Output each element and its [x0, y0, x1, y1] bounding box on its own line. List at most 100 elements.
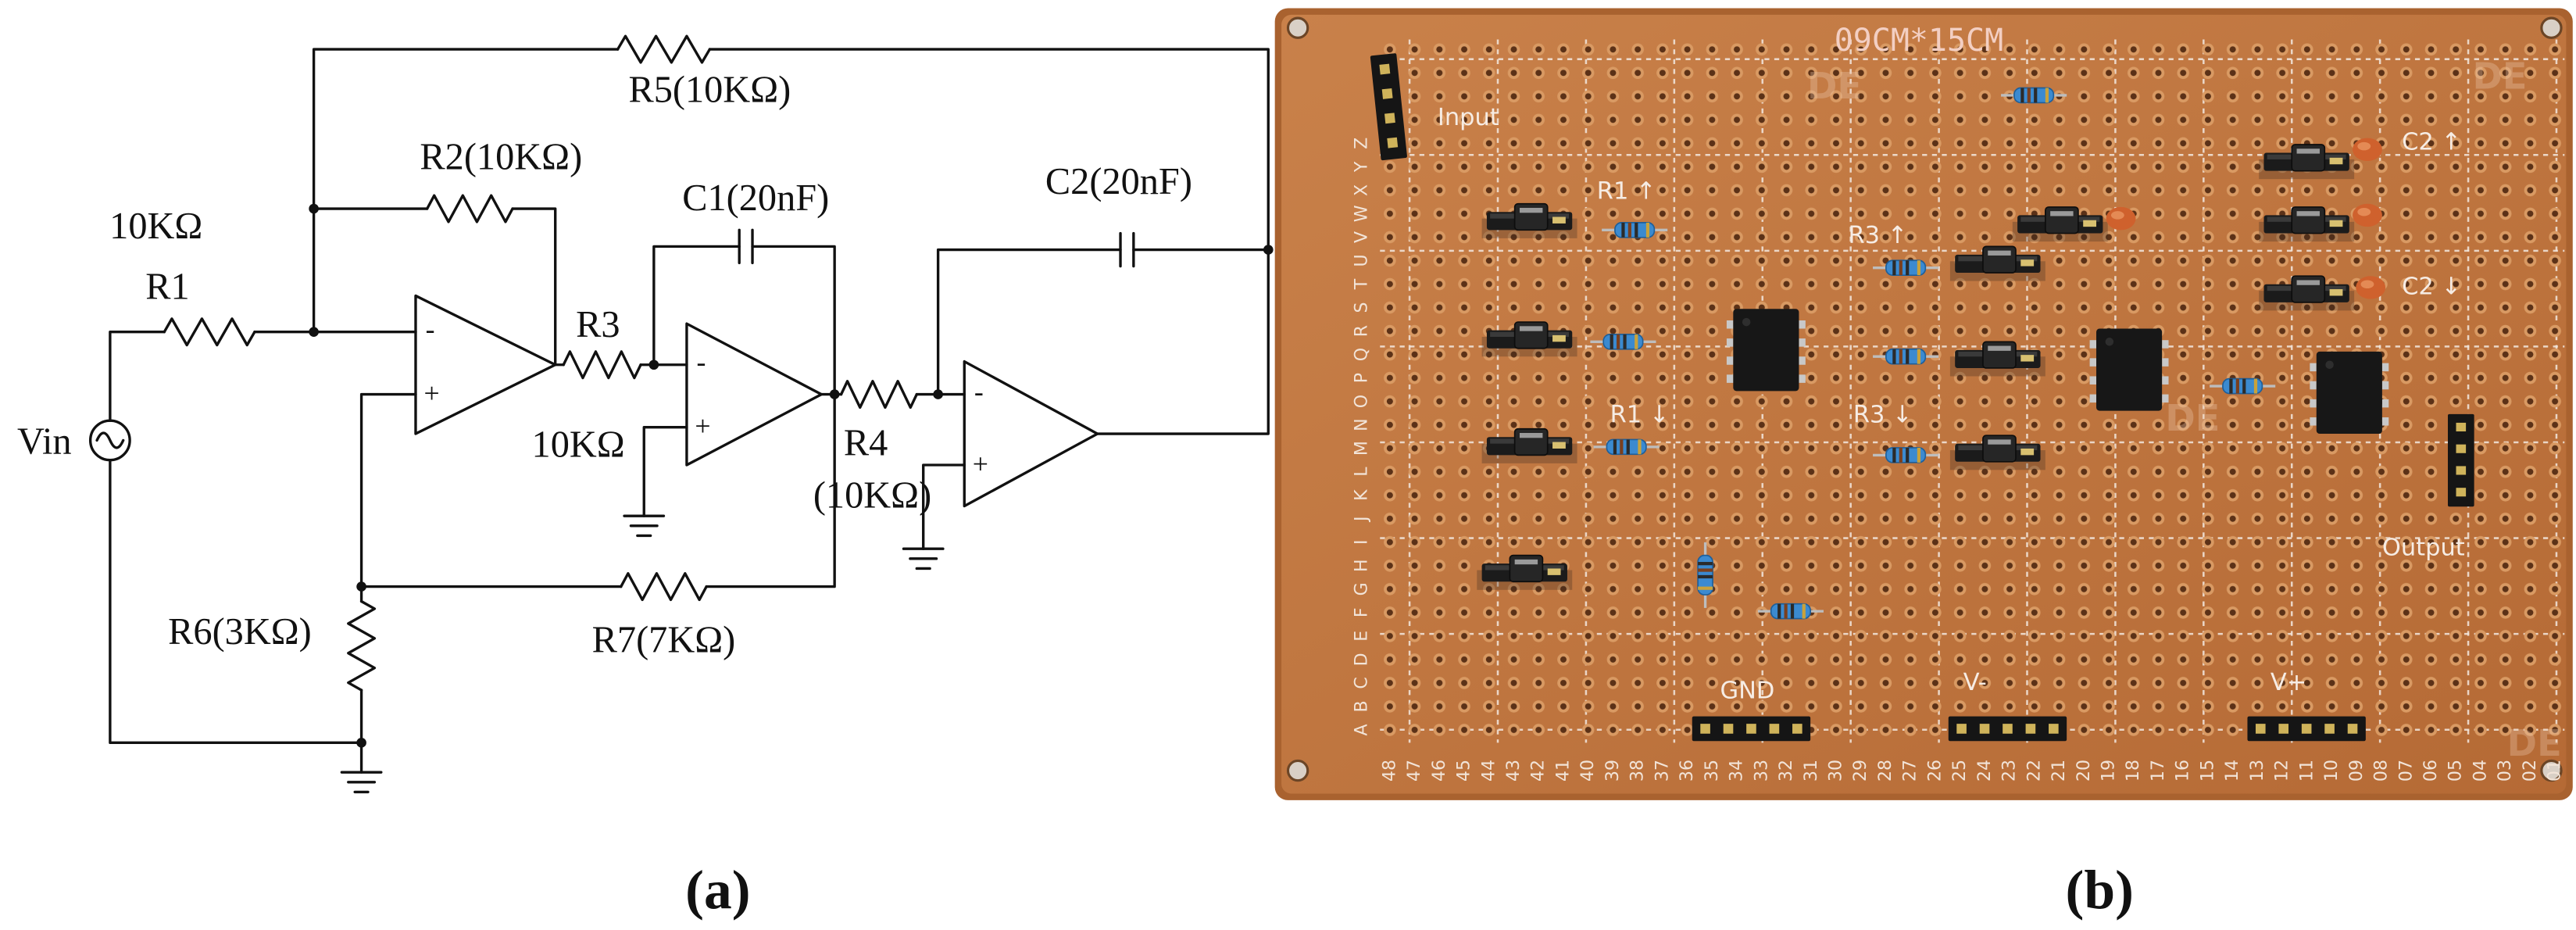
- column-number: 30: [1826, 760, 1845, 782]
- column-number: 05: [2446, 760, 2466, 782]
- column-number: 15: [2198, 760, 2217, 782]
- column-number: 27: [1901, 760, 1920, 782]
- column-number: 45: [1455, 760, 1474, 782]
- mounting-hole: [1286, 759, 1309, 782]
- opamp-2-noninverting-sign: +: [695, 410, 710, 442]
- row-letter: E: [1352, 631, 1372, 642]
- panel-b-label: (b): [2066, 860, 2134, 921]
- column-number: 14: [2223, 760, 2242, 782]
- ceramic-capacitor: [2353, 138, 2382, 162]
- row-letter: A: [1352, 724, 1372, 735]
- ceramic-capacitor: [2106, 206, 2136, 231]
- ceramic-capacitor: [2353, 203, 2382, 227]
- row-letter: S: [1352, 302, 1372, 313]
- column-number: 42: [1529, 760, 1549, 782]
- row-letter: H: [1352, 559, 1372, 572]
- v-plus-pin-header: [2247, 716, 2366, 742]
- column-number: 32: [1777, 760, 1796, 782]
- row-letter: C: [1352, 677, 1372, 689]
- opamp-1-noninverting-sign: +: [423, 377, 439, 409]
- perfboard-hole-grid: [1377, 38, 2567, 742]
- row-letter: Y: [1352, 161, 1372, 173]
- v-minus-pin-header: [1948, 716, 2067, 742]
- column-number: 35: [1702, 760, 1722, 782]
- column-number: 26: [1925, 760, 1945, 782]
- r1-resistor: [163, 317, 256, 347]
- panel-b-board-photo: DE DE DE DE 09CM*15CM: [1274, 8, 2573, 800]
- mounting-hole: [2540, 16, 2563, 39]
- r3-label: R3: [576, 304, 620, 345]
- junction-dot: [1263, 245, 1274, 255]
- r4-label: R4: [844, 422, 888, 463]
- r5-label: R5(10KΩ): [628, 69, 791, 110]
- row-letter: G: [1352, 582, 1372, 596]
- vin-label: Vin: [17, 420, 72, 462]
- wire: [936, 248, 1122, 396]
- r6-resistor: [347, 599, 377, 692]
- column-number: 01: [2546, 760, 2565, 782]
- column-number: 36: [1677, 760, 1697, 782]
- column-number: 33: [1752, 760, 1771, 782]
- wire: [922, 463, 966, 550]
- column-number: 46: [1430, 760, 1449, 782]
- c1-label: C1(20nF): [682, 177, 829, 219]
- column-number: 06: [2421, 760, 2441, 782]
- column-number: 19: [2099, 760, 2119, 782]
- column-number: 09: [2347, 760, 2367, 782]
- mounting-hole: [2540, 759, 2563, 782]
- opamp-2-inverting-sign: -: [697, 346, 706, 377]
- column-number: 02: [2521, 760, 2540, 782]
- r3-resistor: [562, 350, 642, 380]
- r1-down-label: R1 ↓: [1610, 401, 1670, 428]
- row-letter: K: [1352, 489, 1372, 501]
- r2-resistor: [426, 194, 514, 224]
- ground-symbol: [340, 771, 383, 794]
- column-number: 08: [2372, 760, 2392, 782]
- sine-wave-icon: [95, 431, 125, 449]
- wire: [652, 245, 741, 367]
- column-number: 29: [1851, 760, 1870, 782]
- junction-dot: [356, 581, 366, 592]
- ground-symbol: [902, 547, 945, 571]
- input-label: Input: [1438, 104, 1499, 131]
- row-letter: D: [1352, 653, 1372, 666]
- r7-resistor: [620, 572, 708, 602]
- row-letter: J: [1352, 516, 1372, 523]
- c2-down-label: C2 ↓: [2402, 273, 2461, 300]
- row-letter: T: [1352, 278, 1372, 290]
- v-plus-label: V+: [2271, 669, 2306, 696]
- wire: [109, 459, 363, 744]
- row-letter: Z: [1352, 138, 1372, 149]
- ceramic-capacitor: [2356, 276, 2386, 299]
- column-number: 13: [2248, 760, 2267, 782]
- opamp-1: [414, 294, 557, 435]
- column-number: 25: [1950, 760, 1970, 782]
- column-number: 24: [1975, 760, 1995, 782]
- column-number: 23: [2000, 760, 2020, 782]
- opamp-3-noninverting-sign: +: [973, 449, 988, 480]
- column-number: 43: [1504, 760, 1524, 782]
- column-number: 21: [2049, 760, 2069, 782]
- opamp-3: [963, 359, 1099, 508]
- column-number: 03: [2496, 760, 2515, 782]
- junction-dot: [356, 738, 366, 748]
- board-logo-mark: DE: [2473, 55, 2528, 98]
- row-letter: Q: [1352, 348, 1372, 361]
- column-number: 12: [2273, 760, 2292, 782]
- row-letter: L: [1352, 467, 1372, 477]
- opamp-ic: [1726, 309, 1806, 392]
- row-letter: M: [1352, 441, 1372, 456]
- board-logo-mark: DE: [2165, 397, 2220, 439]
- board-size-label: 09CM*15CM: [1835, 23, 2003, 59]
- column-number: 40: [1578, 760, 1598, 782]
- column-number: 37: [1652, 760, 1672, 782]
- opamp-2: [685, 322, 824, 467]
- wire: [642, 425, 688, 517]
- row-letter: F: [1352, 607, 1372, 617]
- r1-value-label: 10KΩ: [109, 206, 202, 247]
- r3-value-label: 10KΩ: [532, 424, 625, 465]
- panel-a-label: (a): [685, 860, 750, 921]
- row-letter: W: [1352, 205, 1372, 222]
- column-number: 16: [2174, 760, 2193, 782]
